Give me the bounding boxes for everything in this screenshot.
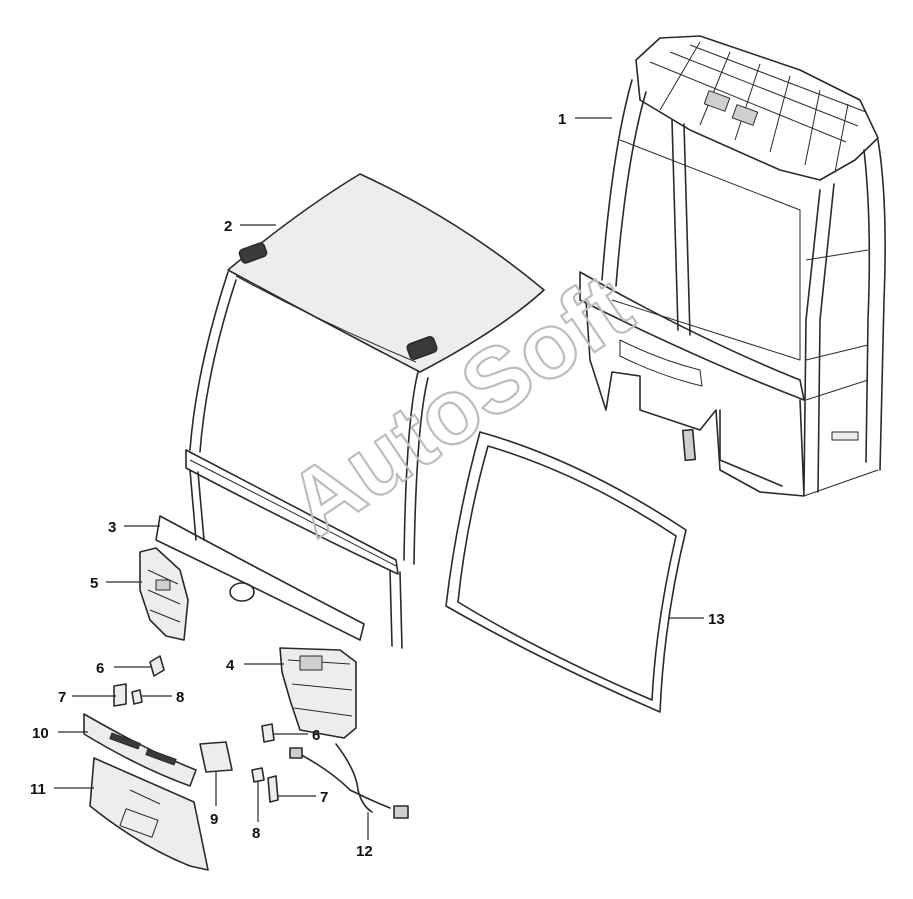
callout-11: 11 [30, 781, 46, 798]
callout-1: 1 [558, 111, 566, 128]
part-2-roof-window [185, 173, 545, 649]
part-8-clip-lower [251, 767, 265, 783]
part-5-bracket [139, 547, 189, 641]
callout-6b: 6 [312, 727, 320, 744]
part-6-clip-upper [149, 655, 165, 677]
callout-9: 9 [210, 811, 218, 828]
part-12-harness [289, 743, 409, 819]
part-11-panel [89, 757, 209, 871]
callout-6a: 6 [96, 660, 104, 677]
part-9-lamp [199, 741, 233, 773]
part-6-clip-lower [261, 723, 275, 743]
part-13-windshield [445, 431, 687, 713]
part-7-clip-lower [267, 775, 279, 803]
callout-10: 10 [32, 725, 49, 742]
part-10-panel [83, 713, 197, 787]
callout-13: 13 [708, 611, 725, 628]
callout-7a: 7 [58, 689, 66, 706]
part-4-bracket [279, 647, 357, 739]
part-3-strip [155, 515, 365, 641]
callout-3: 3 [108, 519, 116, 536]
callout-2: 2 [224, 218, 232, 235]
part-7-clip-upper [113, 683, 127, 707]
callout-12: 12 [356, 843, 373, 860]
part-8-clip-upper [131, 689, 143, 705]
callout-5: 5 [90, 575, 98, 592]
part-1-cab-frame [579, 35, 886, 497]
callout-8b: 8 [252, 825, 260, 842]
callout-4: 4 [226, 657, 235, 674]
callout-8a: 8 [176, 689, 184, 706]
callout-7b: 7 [320, 789, 328, 806]
callout-labels: 1 2 3 4 5 6 6 7 7 8 8 9 10 11 12 13 [30, 111, 725, 860]
callout-leaders [54, 117, 704, 840]
